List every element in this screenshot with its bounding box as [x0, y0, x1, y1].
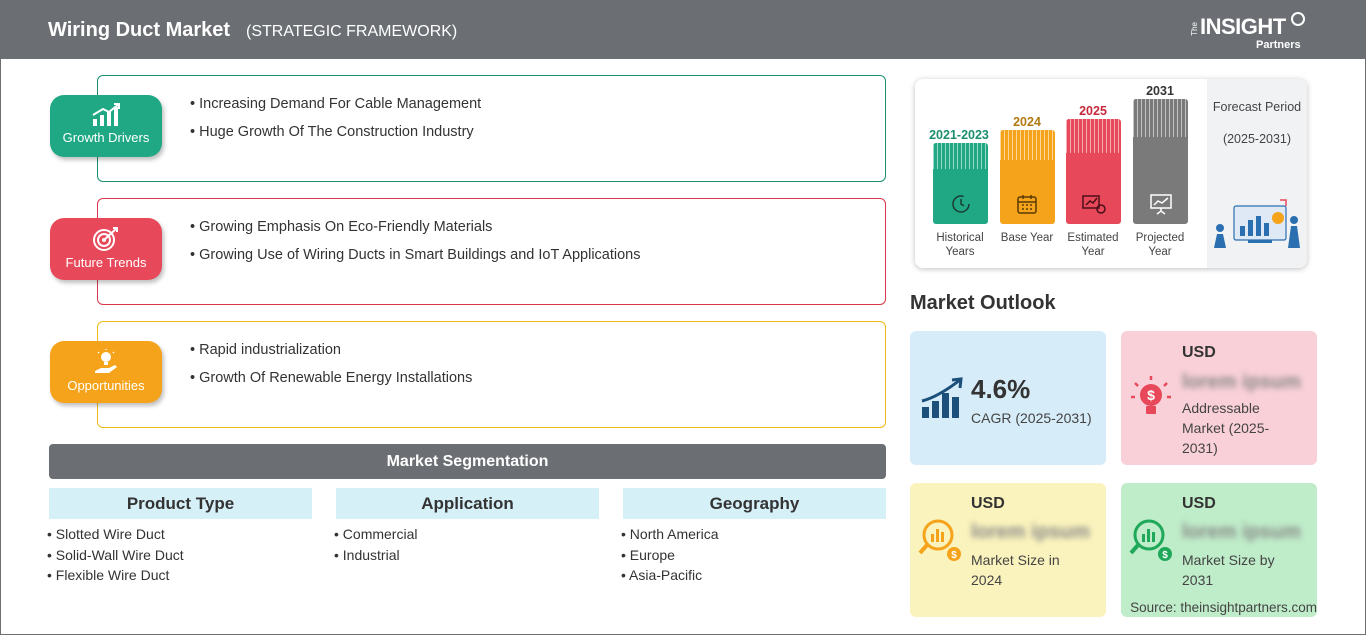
- history-icon: [952, 195, 970, 213]
- addressable-currency: USD: [1182, 344, 1216, 361]
- addressable-market-card: $ USD lorem ipsum Addressable Market (20…: [1121, 331, 1317, 465]
- addressable-value: lorem ipsum: [1182, 371, 1301, 393]
- estimated-bar: [1066, 119, 1121, 224]
- growth-drivers-label: Growth Drivers: [62, 130, 150, 145]
- size-2024-currency: USD: [971, 495, 1005, 512]
- svg-text:$: $: [951, 550, 957, 561]
- logo-the: The: [1190, 22, 1199, 36]
- segment-heading-geography: Geography: [623, 488, 886, 519]
- geography-list: North America Europe Asia-Pacific: [621, 525, 719, 587]
- segment-heading-product-type: Product Type: [49, 488, 312, 519]
- market-size-2024-card: $ USD lorem ipsum Market Size in 2024: [910, 483, 1106, 617]
- size-2031-currency: USD: [1182, 495, 1216, 512]
- svg-text:$: $: [1162, 550, 1168, 561]
- product-type-list: Slotted Wire Duct Solid-Wall Wire Duct F…: [47, 525, 184, 587]
- caption-projected: Projected Year: [1135, 232, 1185, 258]
- future-trends-list: Growing Emphasis On Eco-Friendly Materia…: [190, 218, 640, 274]
- caption-historical: Historical Years: [936, 232, 984, 258]
- list-item: Rapid industrialization: [190, 341, 472, 369]
- logo-partners: Partners: [1256, 39, 1301, 51]
- target-icon: [93, 227, 118, 251]
- market-outlook-title: Market Outlook: [910, 292, 1056, 314]
- size-2031-value: lorem ipsum: [1182, 521, 1301, 543]
- list-item: North America: [621, 525, 719, 546]
- growth-chart-icon: [92, 103, 120, 126]
- caption-estimated: Estimated Year: [1067, 232, 1119, 258]
- calendar-icon: [1017, 195, 1037, 214]
- addressable-label: Addressable Market (2025-2031): [1182, 400, 1270, 456]
- growth-drivers-tag: Growth Drivers: [50, 95, 162, 157]
- historical-bar: [933, 143, 988, 224]
- list-item: Solid-Wall Wire Duct: [47, 546, 184, 567]
- market-size-2031-card: $ USD lorem ipsum Market Size by 2031: [1121, 483, 1317, 617]
- list-item: Huge Growth Of The Construction Industry: [190, 123, 481, 151]
- opportunities-tag: Opportunities: [50, 341, 162, 403]
- application-list: Commercial Industrial: [334, 525, 418, 567]
- opportunities-card: [97, 321, 886, 428]
- svg-text:$: $: [1147, 387, 1155, 403]
- market-forecast-icon: $: [1129, 519, 1172, 561]
- opportunities-list: Rapid industrialization Growth Of Renewa…: [190, 341, 472, 397]
- list-item: Flexible Wire Duct: [47, 566, 184, 587]
- forecast-period-years: (2025-2031): [1222, 132, 1292, 146]
- header-bar: Wiring Duct Market (STRATEGIC FRAMEWORK)…: [0, 0, 1366, 59]
- list-item: Increasing Demand For Cable Management: [190, 95, 481, 123]
- presentation-icon: [1150, 194, 1172, 215]
- logo-ring-icon: [1291, 12, 1305, 26]
- year-historical: 2021-2023: [929, 128, 989, 142]
- opportunities-label: Opportunities: [67, 378, 145, 393]
- estimate-icon: [1082, 195, 1106, 214]
- logo-insight: INSIGHT: [1200, 14, 1286, 39]
- size-2024-value: lorem ipsum: [971, 521, 1090, 543]
- list-item: Growing Use of Wiring Ducts in Smart Bui…: [190, 246, 640, 274]
- future-trends-label: Future Trends: [65, 255, 147, 270]
- year-estimated: 2025: [1079, 104, 1107, 118]
- base-bar: [1000, 130, 1055, 224]
- page-subtitle: (STRATEGIC FRAMEWORK): [246, 23, 458, 40]
- source-credit: Source: theinsightpartners.com: [1130, 600, 1317, 615]
- growth-chart-icon: [921, 377, 963, 418]
- year-projected: 2031: [1146, 84, 1174, 98]
- list-item: Commercial: [334, 525, 418, 546]
- future-trends-tag: Future Trends: [50, 218, 162, 280]
- cagr-label: CAGR (2025-2031): [971, 410, 1092, 426]
- size-2031-label: Market Size by 2031: [1182, 552, 1275, 588]
- cagr-card: 4.6% CAGR (2025-2031): [910, 331, 1106, 465]
- market-analysis-icon: $: [918, 519, 961, 561]
- growth-drivers-list: Increasing Demand For Cable Management H…: [190, 95, 481, 151]
- caption-base: Base Year: [1000, 232, 1054, 244]
- page-title: Wiring Duct Market: [48, 19, 231, 41]
- cagr-value: 4.6%: [971, 374, 1031, 404]
- list-item: Europe: [621, 546, 719, 567]
- segment-heading-application: Application: [336, 488, 599, 519]
- analytics-people-icon: [1214, 199, 1300, 248]
- year-base: 2024: [1013, 115, 1041, 129]
- forecast-period-label: Forecast Period: [1212, 100, 1302, 114]
- list-item: Slotted Wire Duct: [47, 525, 184, 546]
- segmentation-title: Market Segmentation: [49, 444, 886, 479]
- list-item: Growth Of Renewable Energy Installations: [190, 369, 472, 397]
- hand-bulb-icon: [95, 349, 117, 373]
- list-item: Industrial: [334, 546, 417, 567]
- bulb-dollar-icon: $: [1131, 376, 1171, 414]
- projected-bar: [1133, 99, 1188, 224]
- list-item: Asia-Pacific: [621, 566, 719, 587]
- brand-logo[interactable]: The INSIGHT Partners: [1190, 12, 1310, 54]
- list-item: Growing Emphasis On Eco-Friendly Materia…: [190, 218, 640, 246]
- size-2024-label: Market Size in 2024: [971, 552, 1060, 588]
